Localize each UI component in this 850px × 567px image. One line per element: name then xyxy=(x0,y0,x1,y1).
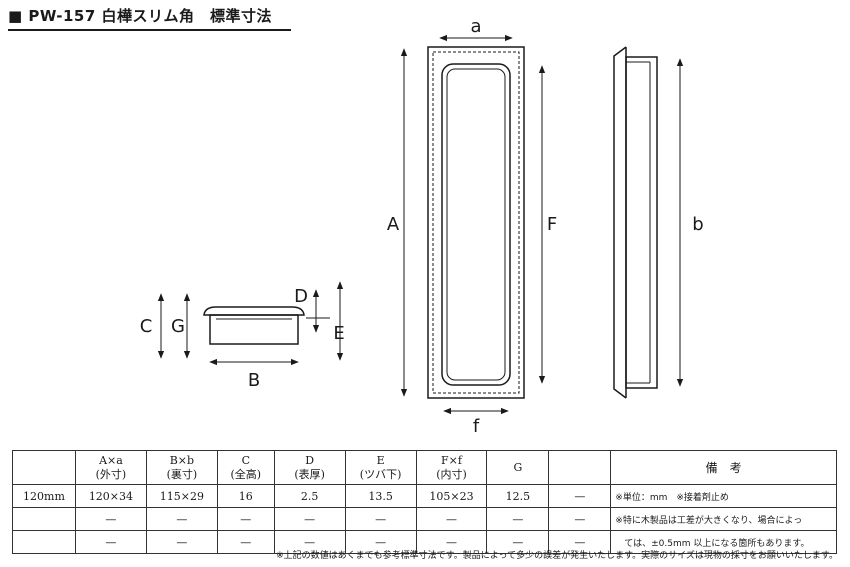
side-flange-outline xyxy=(613,46,627,399)
dim-C-label: C xyxy=(140,316,153,337)
column-header: C(全高) xyxy=(216,450,275,485)
table-cell: — xyxy=(344,507,417,531)
column-header-bottom: (外寸) xyxy=(95,467,127,481)
table-cell: — xyxy=(344,530,417,554)
column-header-top: G xyxy=(513,460,523,474)
table-cell: — xyxy=(486,507,550,531)
remarks-header: 備 考 xyxy=(610,450,837,485)
remark-cell: ※特に木製品は工差が大きくなり、場合によっ xyxy=(610,507,837,531)
table-cell: — xyxy=(486,530,550,554)
technical-drawing: a A F f b B C G D E xyxy=(140,16,704,437)
column-header-top: E xyxy=(376,453,385,467)
column-header-top: A×a xyxy=(99,453,123,467)
table-cell: — xyxy=(273,530,346,554)
remark-cell: ては、±0.5mm 以上になる箇所もあります。 xyxy=(610,530,837,554)
column-header: F×f(内寸) xyxy=(415,450,488,485)
section-flange xyxy=(203,306,305,316)
front-view xyxy=(427,46,525,399)
dim-f-label: f xyxy=(473,416,480,437)
table-cell: — xyxy=(145,530,218,554)
table-cell: — xyxy=(548,484,612,508)
table-cell: — xyxy=(548,530,612,554)
column-header-top: F×f xyxy=(441,453,462,467)
side-body-outline xyxy=(625,56,658,389)
table-cell xyxy=(12,507,76,531)
page-title: ■ PW-157 白樺スリム角 標準寸法 xyxy=(8,7,273,25)
table-cell: — xyxy=(415,507,488,531)
section-body xyxy=(209,314,299,345)
column-header: E(ツバ下) xyxy=(344,450,417,485)
dim-G-label: G xyxy=(171,316,185,337)
table-row: ———————— ては、±0.5mm 以上になる箇所もあります。 xyxy=(12,530,837,554)
column-header-top: B×b xyxy=(169,453,195,467)
column-header-bottom: (表厚) xyxy=(294,467,325,481)
table-cell: — xyxy=(216,530,275,554)
table-cell: — xyxy=(548,507,612,531)
column-header xyxy=(12,450,76,485)
remark-cell: ※単位：mm ※接着剤止め xyxy=(610,484,837,508)
side-view xyxy=(613,46,658,399)
table-cell: 105×23 xyxy=(415,484,488,508)
title-underline xyxy=(8,29,291,31)
dim-b-label: b xyxy=(692,214,703,235)
table-cell: — xyxy=(216,507,275,531)
front-outer-outline xyxy=(427,46,525,399)
column-header-bottom: (裏寸) xyxy=(166,467,198,481)
table-cell: — xyxy=(145,507,218,531)
column-header: B×b(裏寸) xyxy=(145,450,218,485)
front-inner-dashed xyxy=(432,51,520,394)
table-cell: 16 xyxy=(216,484,275,508)
column-header-bottom: (全高) xyxy=(230,467,262,481)
table-row: ————————※特に木製品は工差が大きくなり、場合によっ xyxy=(12,507,837,531)
column-header-top: D xyxy=(305,453,315,467)
table-cell: — xyxy=(415,530,488,554)
column-header: D(表厚) xyxy=(273,450,346,485)
table-cell: — xyxy=(74,507,147,531)
footnote: ※上記の数値はあくまでも参考標準寸法です。製品によって多少の誤差が発生いたします… xyxy=(276,551,838,561)
table-cell xyxy=(12,530,76,554)
table-cell: 12.5 xyxy=(486,484,550,508)
dim-F-label: F xyxy=(547,214,557,235)
column-header: A×a(外寸) xyxy=(74,450,147,485)
front-recess-outer xyxy=(441,63,511,386)
front-recess-inner xyxy=(446,68,506,381)
dim-A-label: A xyxy=(387,214,400,235)
dim-B-label: B xyxy=(248,370,260,391)
table-cell: 120×34 xyxy=(74,484,147,508)
table-cell: — xyxy=(74,530,147,554)
column-header-bottom: (内寸) xyxy=(436,467,467,481)
dim-D-label: D xyxy=(294,286,308,307)
dim-E-label: E xyxy=(333,323,344,344)
column-header xyxy=(548,450,612,485)
table-cell: 2.5 xyxy=(273,484,346,508)
table-cell: 13.5 xyxy=(344,484,417,508)
table-cell: — xyxy=(273,507,346,531)
dim-a-label: a xyxy=(470,16,481,37)
section-view xyxy=(203,306,305,345)
column-header-top: C xyxy=(241,453,250,467)
table-cell: 120mm xyxy=(12,484,76,508)
column-header: G xyxy=(486,450,550,485)
table-cell: 115×29 xyxy=(145,484,218,508)
column-header-bottom: (ツバ下) xyxy=(359,467,402,481)
